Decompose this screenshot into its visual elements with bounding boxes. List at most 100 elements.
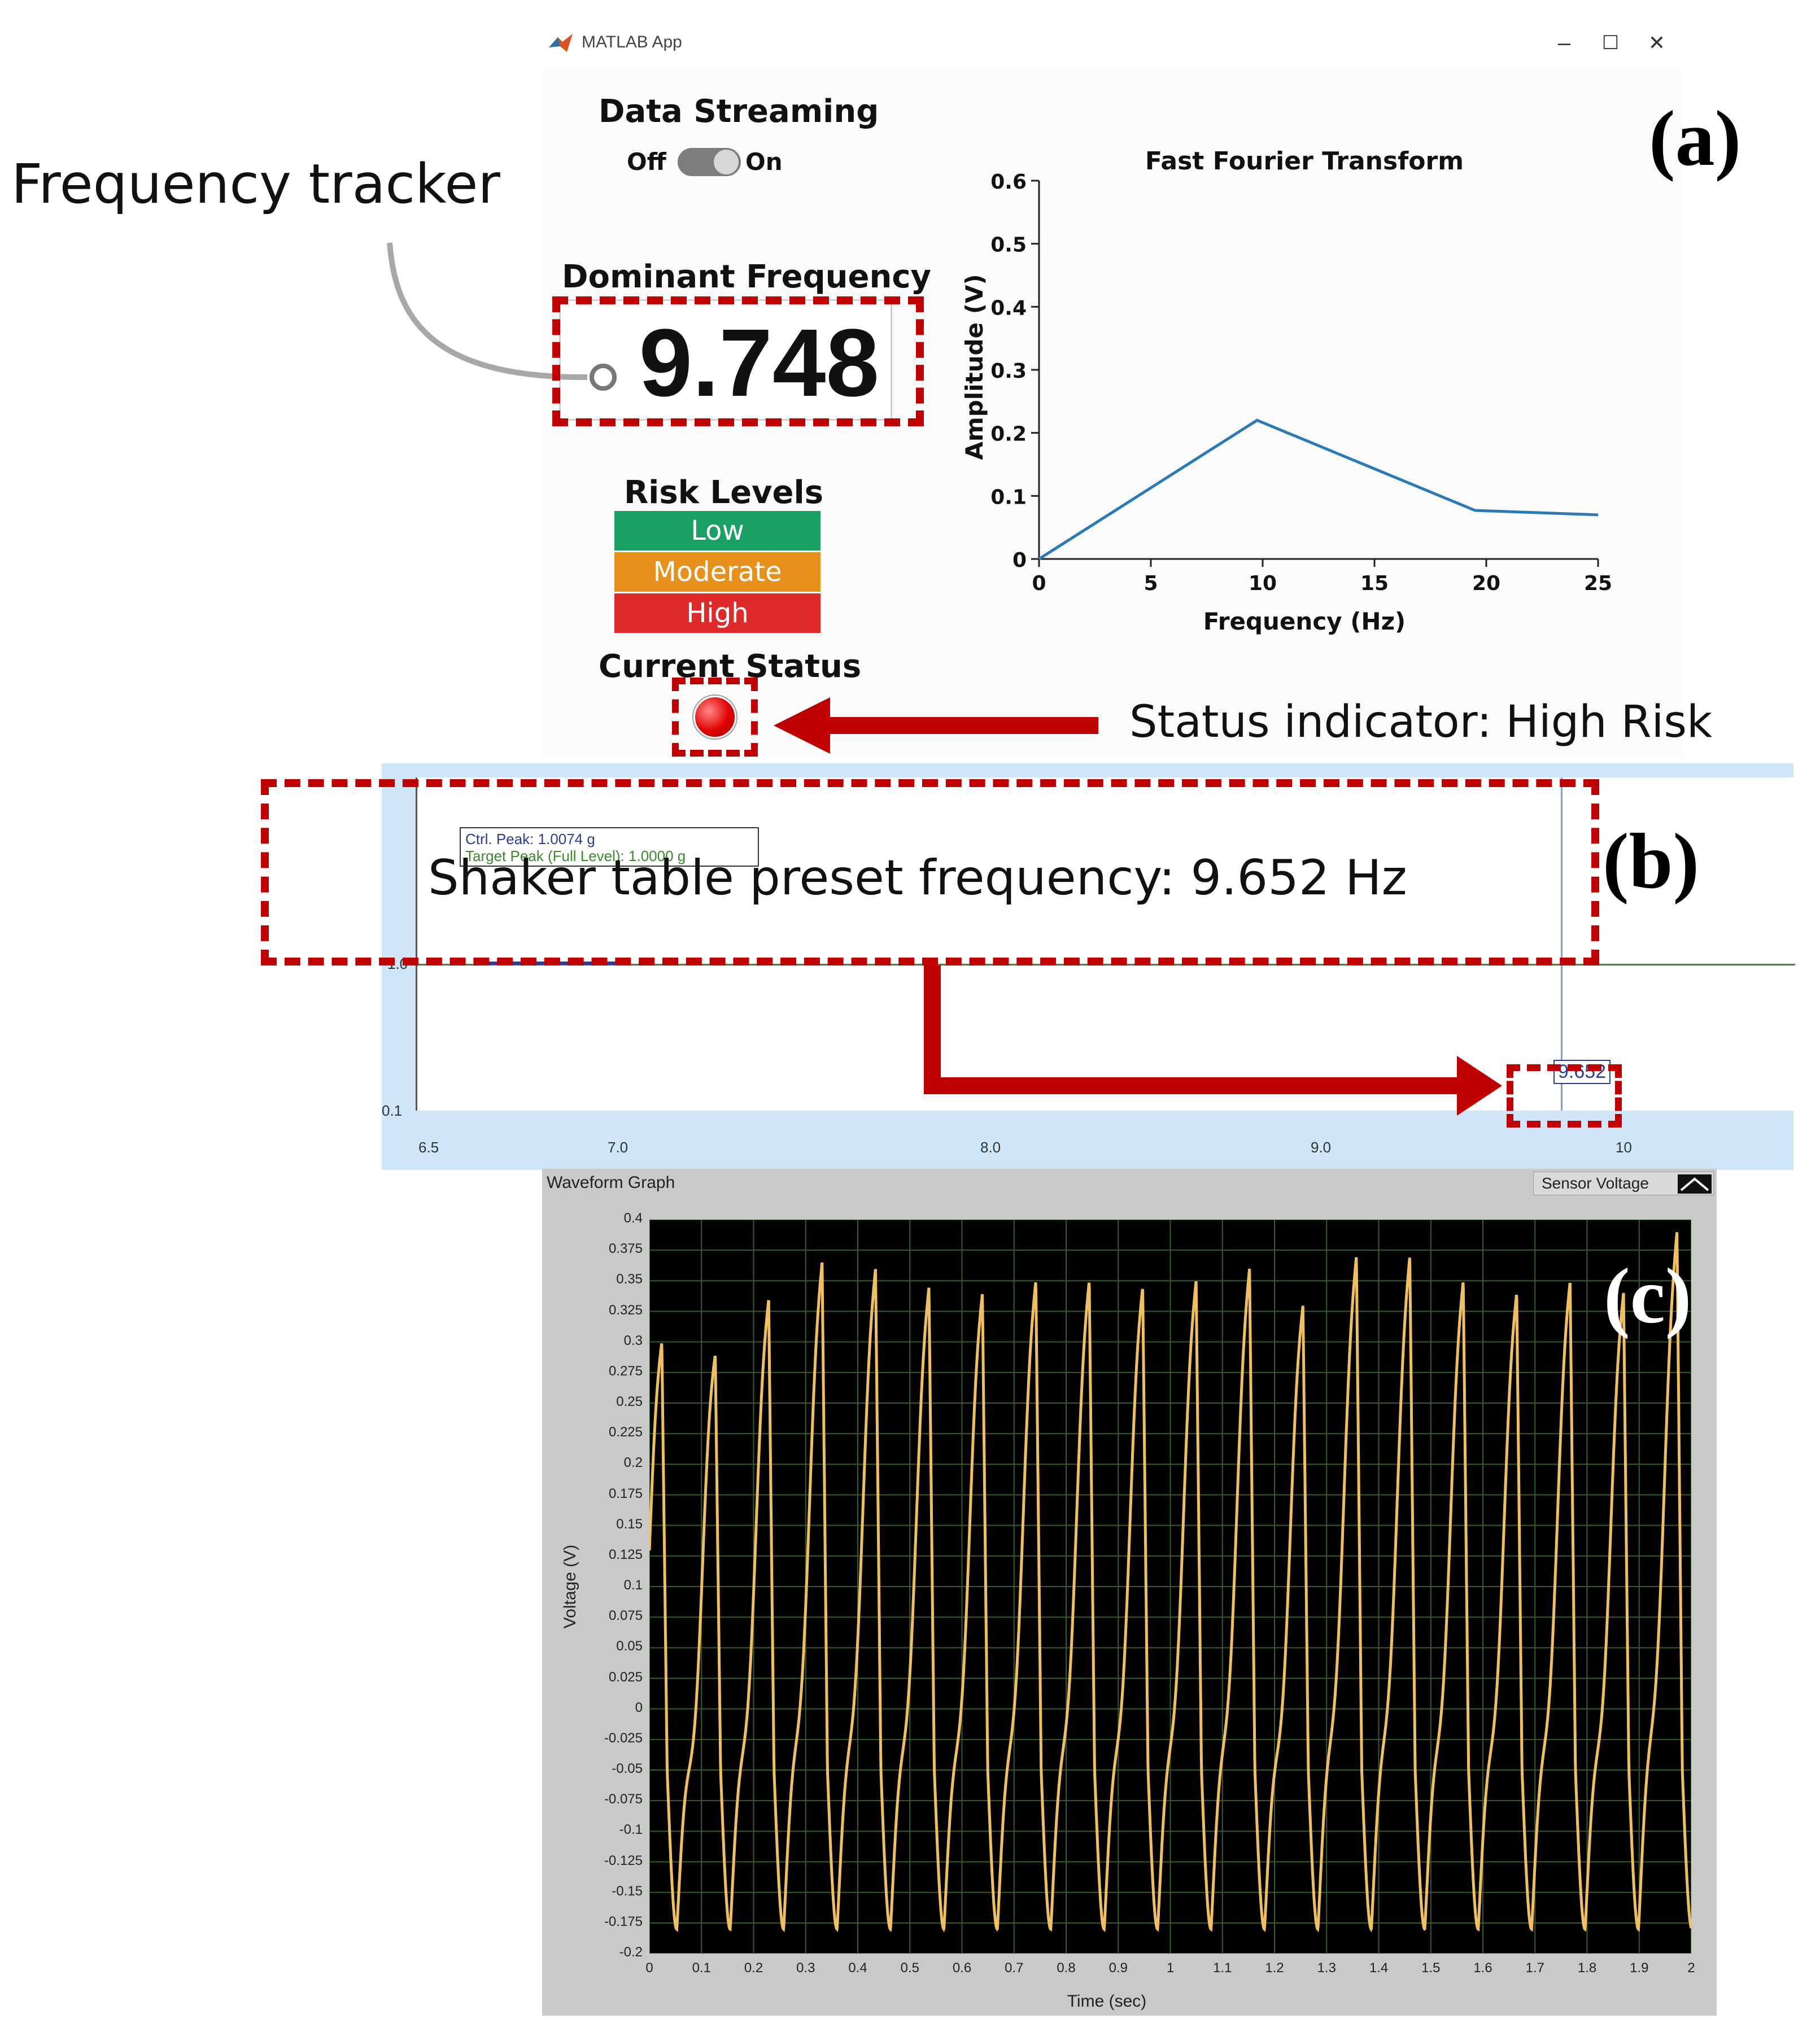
waveform-x-tick: 1.2 <box>1265 1960 1284 1976</box>
maximize-button[interactable]: ☐ <box>1601 32 1620 54</box>
waveform-y-tick: -0.175 <box>604 1913 643 1929</box>
fft-y-tick-label: 0.3 <box>990 360 1027 383</box>
sensor-voltage-line <box>649 1232 1691 1933</box>
waveform-y-tick: 0.025 <box>608 1669 643 1685</box>
fft-x-tick-label: 25 <box>1584 572 1612 595</box>
panel-label-c: (c) <box>1604 1252 1692 1340</box>
waveform-y-tick: 0 <box>635 1699 643 1715</box>
waveform-y-tick: 0.05 <box>616 1639 643 1654</box>
dominant-frequency-title: Dominant Frequency <box>562 259 932 295</box>
fft-x-axis-label: Frequency (Hz) <box>1203 608 1406 635</box>
frequency-highlight-box <box>552 296 924 426</box>
waveform-x-tick: 0.9 <box>1108 1960 1128 1976</box>
waveform-y-tick: 0.075 <box>608 1608 643 1624</box>
close-button[interactable]: ✕ <box>1648 31 1666 54</box>
risk-level-moderate: Moderate <box>614 552 820 592</box>
waveform-y-tick: 0.325 <box>608 1302 643 1318</box>
dominant-frequency-value: 9.748 <box>639 309 879 417</box>
fft-series-line <box>1038 418 1599 561</box>
title-bar: MATLAB App – ☐ ✕ <box>542 23 1683 68</box>
fft-y-tick-label: 0.1 <box>990 486 1027 509</box>
fft-x-tick-label: 15 <box>1360 572 1389 595</box>
shaker-preset-annotation: Shaker table preset frequency: 9.652 Hz <box>428 850 1407 906</box>
fft-chart-title: Fast Fourier Transform <box>1145 147 1464 176</box>
fft-y-tick-label: 0.5 <box>990 234 1027 257</box>
status-indicator-annotation: Status indicator: High Risk <box>1129 697 1713 748</box>
frequency-tracker-annotation: Frequency tracker <box>11 152 500 216</box>
waveform-x-tick: 1.1 <box>1213 1960 1232 1976</box>
waveform-graph-title: Waveform Graph <box>547 1173 675 1192</box>
shaker-table-panel: Ctrl. Peak: 1.0074 g Target Peak (Full L… <box>382 763 1795 1170</box>
fft-y-tick-label: 0.4 <box>990 296 1027 320</box>
minimize-button[interactable]: – <box>1557 30 1571 55</box>
waveform-x-tick: 1.7 <box>1525 1960 1544 1976</box>
waveform-y-tick: 0.3 <box>623 1332 643 1348</box>
preset-arrow-icon <box>924 965 1502 1116</box>
waveform-x-tick: 1.5 <box>1421 1960 1441 1976</box>
x-tick: 7.0 <box>608 1139 629 1156</box>
waveform-y-tick: -0.05 <box>612 1761 643 1776</box>
waveform-y-tick: 0.375 <box>608 1241 643 1257</box>
waveform-x-tick: 1.4 <box>1369 1960 1389 1976</box>
fft-y-axis-label: Amplitude (V) <box>961 274 988 460</box>
frequency-tracker-leader <box>387 242 617 391</box>
fft-x-tick-label: 0 <box>1032 572 1046 595</box>
waveform-y-tick: 0.35 <box>616 1272 643 1287</box>
window-title: MATLAB App <box>582 33 682 51</box>
status-highlight-box <box>672 678 758 757</box>
waveform-x-tick: 1 <box>1166 1960 1175 1976</box>
shaker-plot: Ctrl. Peak: 1.0074 g Target Peak (Full L… <box>416 777 1795 1111</box>
waveform-y-tick: 0.125 <box>608 1546 643 1562</box>
panel-label-b: (b) <box>1603 818 1700 905</box>
waveform-x-tick: 0.4 <box>848 1960 867 1976</box>
data-streaming-switch[interactable] <box>678 148 741 176</box>
waveform-y-tick: 0.225 <box>608 1425 643 1440</box>
status-indicator-lamp <box>693 696 736 739</box>
risk-level-high: High <box>614 593 820 633</box>
x-tick: 10 <box>1616 1139 1632 1156</box>
legend-plot-icon <box>1678 1174 1712 1194</box>
x-tick: 8.0 <box>980 1139 1001 1156</box>
waveform-x-tick: 0.3 <box>796 1960 815 1976</box>
waveform-x-tick: 0 <box>645 1960 653 1976</box>
waveform-x-tick: 0.1 <box>692 1960 711 1976</box>
waveform-y-tick: -0.075 <box>604 1792 643 1807</box>
waveform-x-tick: 1.3 <box>1317 1960 1336 1976</box>
waveform-y-tick: -0.2 <box>619 1945 643 1960</box>
waveform-x-tick: 0.7 <box>1005 1960 1024 1976</box>
dominant-frequency-display: 9.748 <box>559 299 892 421</box>
waveform-x-tick: 0.6 <box>952 1960 972 1976</box>
matlab-app-window: MATLAB App – ☐ ✕ Data Streaming Off On D… <box>542 23 1683 757</box>
switch-off-label: Off <box>627 148 666 176</box>
switch-knob[interactable] <box>714 150 739 174</box>
y-tick: 0.1 <box>382 1102 403 1119</box>
fft-chart: Fast Fourier Transform 0 0.1 0.2 0.3 0.4 0.5 0… <box>961 147 1612 635</box>
waveform-y-tick: -0.15 <box>612 1883 643 1899</box>
waveform-y-tick: -0.025 <box>604 1730 643 1746</box>
waveform-x-tick: 1.8 <box>1577 1960 1597 1976</box>
legend-ctrl-peak: Ctrl. Peak: 1.0074 g <box>465 831 595 847</box>
waveform-x-tick: 1.9 <box>1630 1960 1649 1976</box>
waveform-x-tick: 0.5 <box>900 1960 919 1976</box>
x-tick: 6.5 <box>418 1139 439 1156</box>
status-indicator-box <box>672 678 758 757</box>
waveform-x-tick: 0.8 <box>1057 1960 1076 1976</box>
waveform-y-axis-label: Voltage (V) <box>561 1544 579 1629</box>
frequency-cursor[interactable] <box>1561 777 1563 1111</box>
waveform-plot <box>649 1220 1691 1954</box>
fft-y-tick-label: 0.6 <box>990 171 1027 194</box>
panel-label-a: (a) <box>1649 95 1742 182</box>
shaker-legend: Ctrl. Peak: 1.0074 g Target Peak (Full L… <box>460 827 759 867</box>
waveform-y-tick: 0.175 <box>608 1486 643 1501</box>
waveform-graph-panel: Waveform Graph Sensor Voltage Time (sec)… <box>542 1169 1717 2016</box>
waveform-y-tick: 0.275 <box>608 1363 643 1379</box>
x-tick: 9.0 <box>1311 1139 1332 1156</box>
fft-y-tick-label: 0 <box>1012 549 1027 572</box>
sensor-voltage-legend[interactable]: Sensor Voltage <box>1533 1172 1714 1195</box>
waveform-y-tick: 0.2 <box>623 1455 643 1471</box>
waveform-y-tick: 0.4 <box>623 1211 643 1226</box>
waveform-plot-area[interactable] <box>649 1220 1691 1954</box>
waveform-x-tick: 1.6 <box>1473 1960 1492 1976</box>
fft-x-tick-label: 10 <box>1249 572 1277 595</box>
fft-y-tick-label: 0.2 <box>990 423 1027 446</box>
